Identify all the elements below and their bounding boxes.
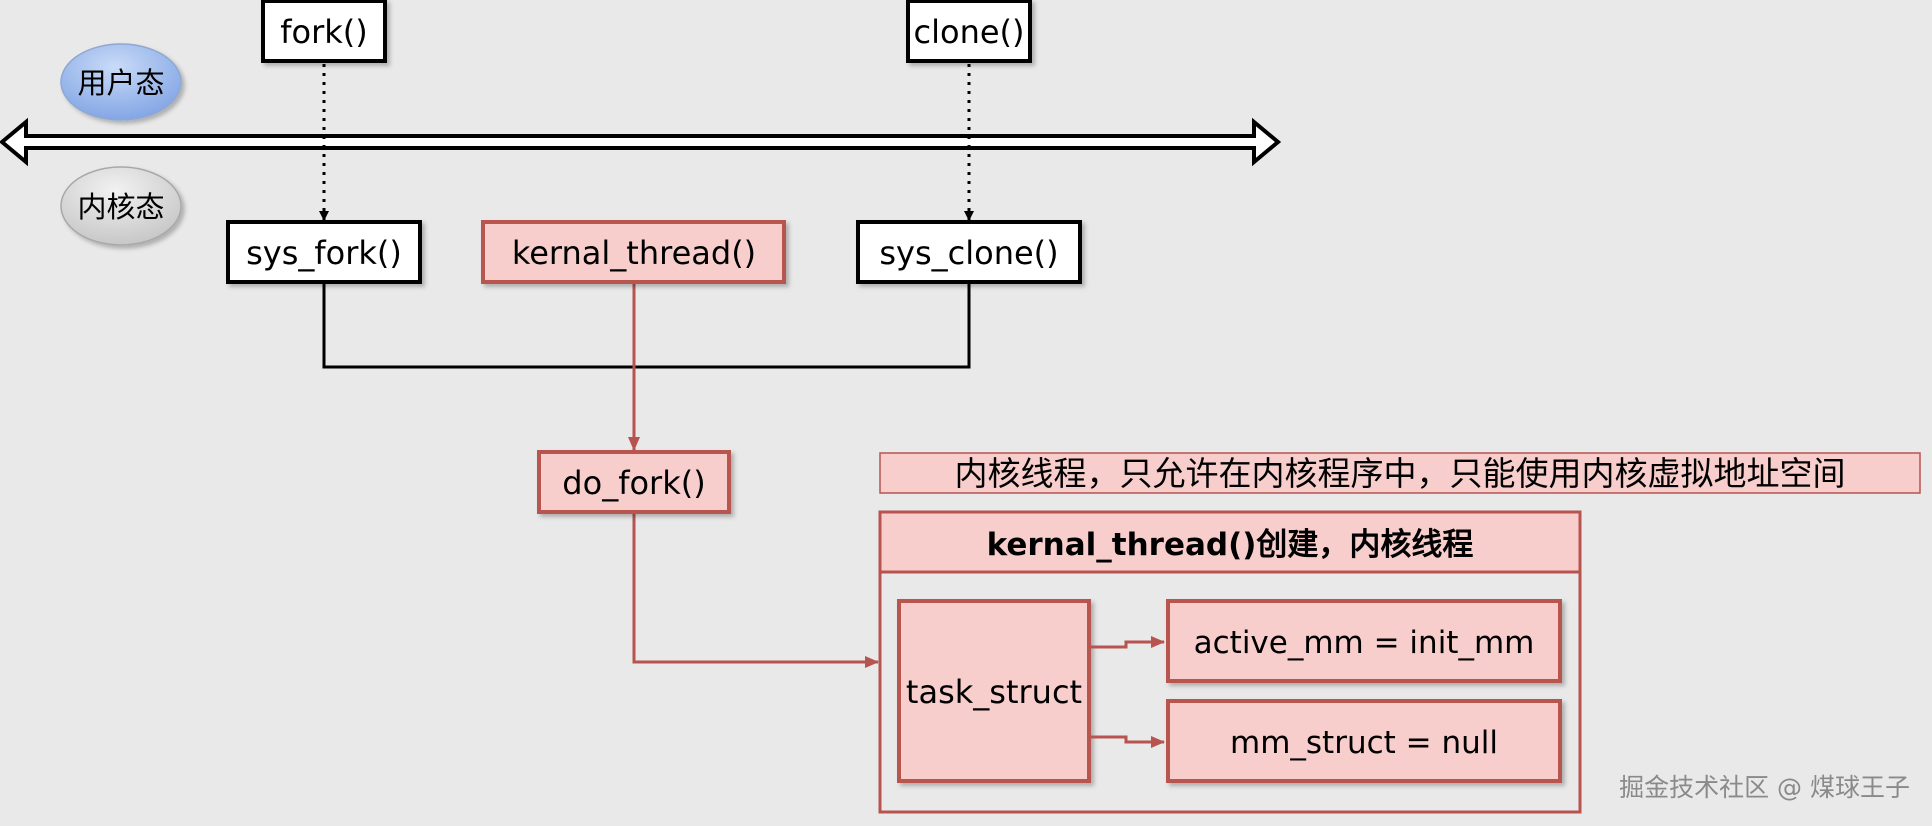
sys-fork-label: sys_fork() [246, 234, 402, 272]
kernel-mode-badge: 内核态 [60, 166, 182, 246]
clone-call-label: clone() [914, 13, 1025, 51]
kernel-thread-container: kernal_thread()创建，内核线程 task_struct activ… [878, 510, 1582, 814]
kernal-thread-box: kernal_thread() [481, 220, 786, 284]
kernel-thread-note: 内核线程，只允许在内核程序中，只能使用内核虚拟地址空间 [879, 452, 1921, 494]
kernel-thread-container-title: kernal_thread()创建，内核线程 [987, 527, 1474, 563]
task-struct-label: task_struct [906, 673, 1082, 711]
watermark: 掘金技术社区 @ 煤球王子 [1619, 773, 1910, 802]
do-fork-to-task-struct-arrow [632, 512, 879, 668]
task-struct-to-mm-struct-arrow [1091, 735, 1165, 748]
sys-fork-box: sys_fork() [226, 220, 422, 284]
mm-struct-label: mm_struct = null [1230, 725, 1498, 761]
fork-call-label: fork() [280, 13, 368, 51]
user-mode-label: 用户态 [77, 66, 164, 100]
task-struct-to-active-mm-arrow [1091, 636, 1165, 649]
kernal-thread-label: kernal_thread() [512, 234, 756, 272]
active-mm-box [1166, 599, 1562, 683]
kernel-thread-note-text: 内核线程，只允许在内核程序中，只能使用内核虚拟地址空间 [955, 454, 1846, 493]
fork-call-box: fork() [261, 0, 387, 63]
user-mode-badge: 用户态 [60, 43, 182, 121]
clone-call-box: clone() [906, 0, 1032, 63]
sys-clone-label: sys_clone() [879, 234, 1058, 272]
task-struct-box [897, 599, 1091, 783]
syscall-merge-connector [322, 284, 971, 369]
sys-clone-box: sys_clone() [856, 220, 1082, 284]
do-fork-box: do_fork() [537, 450, 731, 514]
do-fork-label: do_fork() [562, 464, 705, 502]
active-mm-label: active_mm = init_mm [1194, 625, 1535, 661]
kernel-mode-label: 内核态 [77, 190, 164, 224]
mode-boundary-arrow [0, 117, 1282, 167]
mm-struct-box [1166, 699, 1562, 783]
